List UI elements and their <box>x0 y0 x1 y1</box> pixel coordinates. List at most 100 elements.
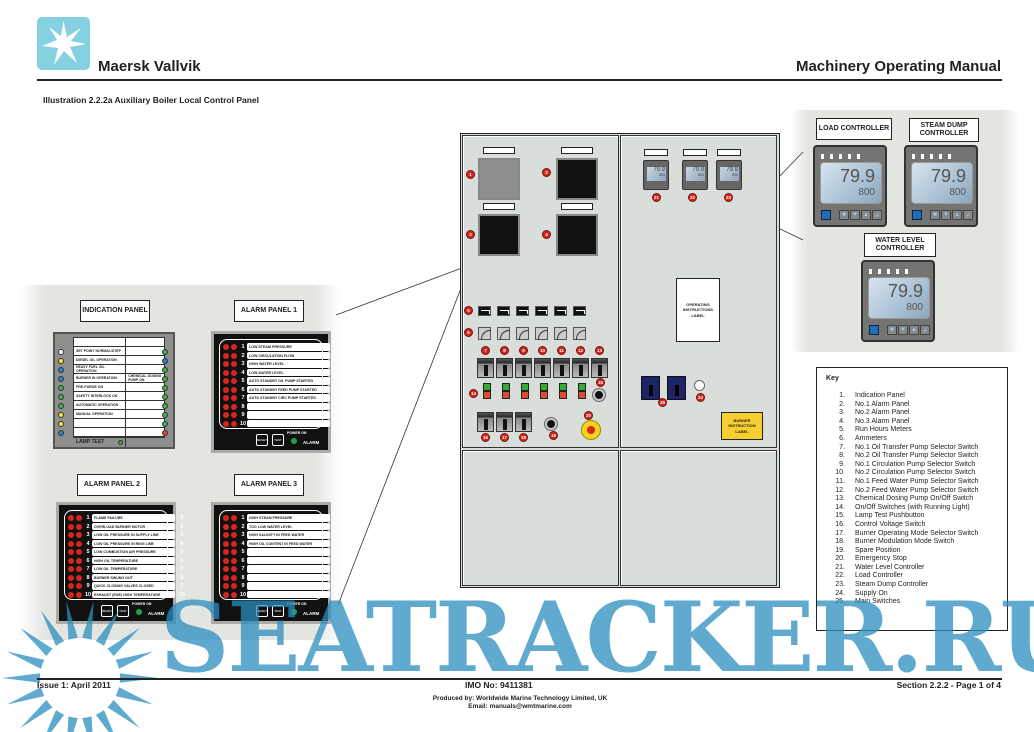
selector-switch[interactable] <box>496 412 513 432</box>
alarm-reset-button[interactable]: RESET <box>256 434 268 446</box>
key-item-number: 5. <box>839 426 845 434</box>
lamp-test-button[interactable] <box>118 439 124 445</box>
key-item-number: 15. <box>835 512 845 520</box>
alarm-led <box>223 412 229 418</box>
up-key-icon[interactable]: ▲ <box>952 210 962 220</box>
main-switch[interactable] <box>667 376 686 400</box>
controller-keypad: ■▼▲↲ <box>821 210 882 220</box>
alarm-led <box>231 583 237 589</box>
status-led-icon <box>912 154 915 159</box>
key-item-label: Run Hours Meters <box>855 426 912 434</box>
emergency-stop-button[interactable] <box>581 420 601 440</box>
on-off-switch[interactable] <box>502 383 510 399</box>
on-button <box>483 383 491 391</box>
alarm-led <box>231 361 237 367</box>
alarm-led <box>76 591 82 598</box>
select-key-icon[interactable]: ■ <box>839 210 849 220</box>
alarm-led <box>223 403 229 410</box>
lamp-test-pushbutton[interactable] <box>593 389 605 401</box>
number-badge: 5 <box>464 306 473 315</box>
select-key-icon[interactable]: ■ <box>930 210 940 220</box>
ammeter <box>554 327 567 340</box>
key-item-label: Control Voltage Switch <box>855 520 926 528</box>
indicator-lamp-left <box>58 385 64 391</box>
indicator-lamp-right <box>162 367 168 373</box>
indication-row: MANUAL OPERATION <box>74 410 164 419</box>
key-item: 11.No.1 Feed Water Pump Selector Switch <box>826 478 998 487</box>
alarm-row-number-right: 3 <box>335 361 339 367</box>
selector-switch[interactable] <box>572 358 589 378</box>
ammeter <box>535 327 548 340</box>
run-hours-meter <box>516 306 529 316</box>
alarm-led <box>68 557 74 564</box>
alarm-row-label: LOW WATER LEVEL <box>247 368 330 377</box>
alarm-row-number: 1 <box>86 515 90 521</box>
selector-switch[interactable] <box>496 358 513 378</box>
key-item: 6.Ammeters <box>826 435 998 444</box>
alarm-row-number-right: 7 <box>180 566 184 572</box>
selector-switch[interactable] <box>515 358 532 378</box>
key-item-number: 3. <box>839 409 845 417</box>
controller-auto-key[interactable] <box>912 210 922 220</box>
on-button <box>578 383 586 391</box>
alarm-row-number-right: 4 <box>335 369 339 376</box>
alarm-row-number-right: 2 <box>180 523 184 530</box>
up-key-icon[interactable]: ▲ <box>909 325 919 335</box>
indication-row-label: BURNER IN OPERATION <box>74 374 127 382</box>
mini-panel-label <box>483 147 515 154</box>
on-off-switch[interactable] <box>559 383 567 399</box>
selector-switch[interactable] <box>553 358 570 378</box>
on-off-switch[interactable] <box>578 383 586 399</box>
enter-key-icon[interactable]: ↲ <box>963 210 973 220</box>
on-off-switch[interactable] <box>483 383 491 399</box>
key-item: 25.Main Switches <box>826 598 998 607</box>
enter-key-icon[interactable]: ↲ <box>872 210 882 220</box>
on-off-switch[interactable] <box>521 383 529 399</box>
selector-switch[interactable] <box>534 358 551 378</box>
select-key-icon[interactable]: ■ <box>887 325 897 335</box>
number-badge: 19 <box>549 431 558 440</box>
status-led-icon <box>930 154 933 159</box>
selector-switch[interactable] <box>591 358 608 378</box>
alarm-reset-button[interactable]: RESET <box>256 605 268 617</box>
sun-ray <box>20 627 53 657</box>
alarm-led <box>223 549 229 555</box>
number-badge: 4 <box>542 230 551 239</box>
down-key-icon[interactable]: ▼ <box>941 210 951 220</box>
run-hours-meter <box>554 306 567 316</box>
controller-auto-key[interactable] <box>821 210 831 220</box>
down-key-icon[interactable]: ▼ <box>898 325 908 335</box>
alarm-led <box>231 532 237 538</box>
alarm-test-button[interactable]: TEST <box>272 605 284 617</box>
enter-key-icon[interactable]: ↲ <box>920 325 930 335</box>
alarm-row-number: 3 <box>241 361 245 367</box>
up-key-icon[interactable]: ▲ <box>861 210 871 220</box>
alarm-led <box>76 515 82 521</box>
selector-switch[interactable] <box>477 358 494 378</box>
main-switch[interactable] <box>641 376 660 400</box>
alarm-row-number-right: 9 <box>180 583 184 589</box>
alarm-test-button[interactable]: TEST <box>272 434 284 446</box>
on-off-switch[interactable] <box>540 383 548 399</box>
maersk-star-logo-icon <box>37 17 90 70</box>
indication-row-label-right <box>126 410 164 418</box>
down-key-icon[interactable]: ▼ <box>850 210 860 220</box>
alarm-reset-button[interactable]: RESET <box>101 605 113 617</box>
selector-switch[interactable] <box>515 412 532 432</box>
header-divider <box>37 79 1002 81</box>
alarm-led <box>68 574 74 581</box>
mini-pv: 79.9 <box>653 167 665 173</box>
alarm-test-button[interactable]: TEST <box>117 605 129 617</box>
selector-switch[interactable] <box>477 412 494 432</box>
controller-status-leds <box>821 150 879 159</box>
spare-pushbutton[interactable] <box>545 418 557 430</box>
controller-auto-key[interactable] <box>869 325 879 335</box>
indication-row-label: MANUAL OPERATION <box>74 410 127 418</box>
supply-on-lamp <box>694 380 705 391</box>
mini-panel-label <box>561 203 593 210</box>
